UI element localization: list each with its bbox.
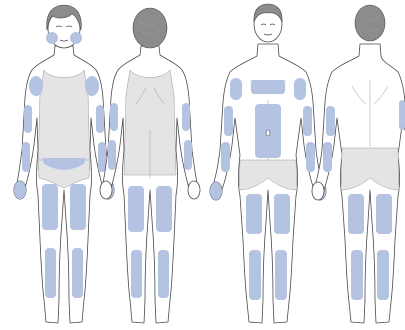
figure-female-back [100, 8, 200, 323]
zone-calf-left [131, 250, 142, 298]
navel-icon [266, 130, 270, 136]
female-back-head [133, 8, 167, 48]
female-back-right-hand [188, 181, 200, 199]
zone-shoulder-left [230, 78, 242, 100]
zone-forearm-right [184, 140, 192, 170]
zone-calf-right [158, 250, 169, 298]
zone-shin-left [45, 248, 56, 298]
zone-shoulder-right [85, 76, 99, 96]
zone-upperarm-right [399, 100, 405, 130]
figure-male-front [210, 4, 326, 323]
zone-shoulder-left [29, 76, 43, 96]
zone-forearm-left [108, 140, 116, 170]
figure-female-front [14, 5, 114, 323]
zone-cheek-left [46, 32, 58, 44]
zone-forearm-left [22, 142, 30, 172]
female-back-left-hand [100, 181, 112, 199]
zone-forearm-right [306, 142, 315, 172]
zone-shin-right [72, 248, 83, 298]
zone-upperarm-right [96, 105, 104, 133]
zone-thigh-right [70, 184, 86, 230]
zone-upperarm-left [326, 106, 335, 136]
female-front-garment [38, 70, 90, 170]
zone-shoulder-right [294, 78, 306, 100]
zone-forearm-left [221, 142, 230, 172]
zone-thigh-left [246, 194, 262, 234]
zone-thigh-left [128, 186, 144, 232]
zone-cheek-right [70, 32, 82, 44]
zone-thigh-right [156, 186, 172, 232]
zone-shin-right [275, 250, 287, 300]
male-back-left-hand [312, 182, 324, 200]
zone-thigh-right [376, 194, 392, 234]
zone-calf-right [377, 250, 389, 300]
zone-upperarm-left [224, 106, 233, 136]
zone-hand-left [210, 182, 222, 200]
zone-hand-left [14, 181, 26, 199]
zone-forearm-left [323, 142, 332, 172]
zone-thigh-left [348, 194, 364, 234]
male-back-head [355, 5, 385, 41]
zone-forearm-right [98, 142, 106, 172]
zone-chest [251, 80, 285, 94]
zone-thigh-right [274, 194, 290, 234]
zone-calf-left [351, 250, 363, 300]
zone-upperarm-right [303, 106, 312, 136]
zone-upperarm-right [182, 103, 190, 131]
zone-upperarm-left [110, 103, 118, 131]
zone-shin-left [249, 250, 261, 300]
zone-upperarm-left [24, 105, 32, 133]
zone-thigh-left [42, 184, 58, 230]
figure-male-back [312, 5, 405, 323]
